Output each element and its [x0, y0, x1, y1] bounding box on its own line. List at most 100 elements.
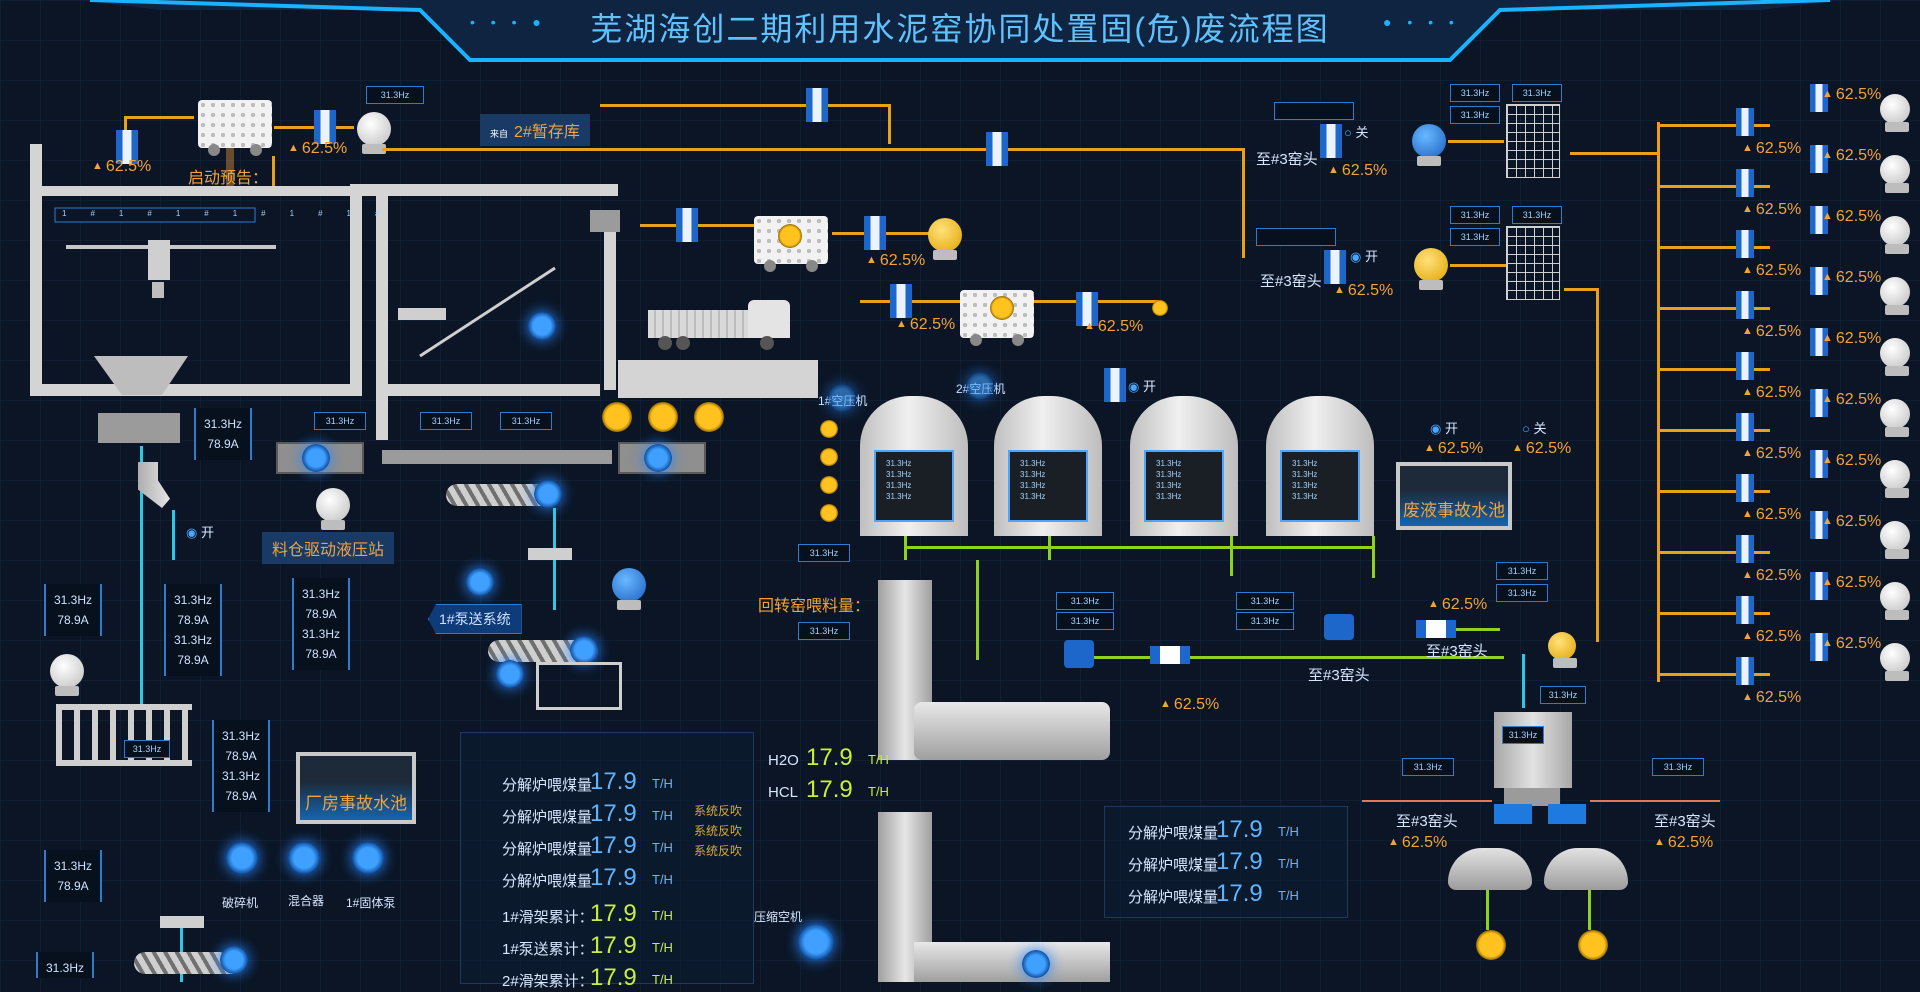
valve[interactable] [1736, 657, 1754, 685]
status-on[interactable]: 开 [1128, 376, 1156, 395]
hopper [528, 548, 572, 560]
plant-pool: 厂房事故水池 [296, 752, 416, 824]
stat-value: 17.9 [590, 800, 637, 827]
pump[interactable] [1880, 460, 1910, 498]
pump[interactable] [1880, 521, 1910, 559]
valve[interactable] [1736, 169, 1754, 197]
bin-row: 1#1#1#1#1#1# [62, 209, 404, 218]
blue-valve[interactable] [1494, 804, 1532, 824]
status-off[interactable]: 关 [1344, 122, 1368, 141]
pump[interactable] [1880, 94, 1910, 132]
flow-line [172, 510, 175, 560]
pct-label: 62.5% [1822, 147, 1881, 165]
status-indicator [220, 946, 248, 974]
pump[interactable] [1880, 643, 1910, 681]
pump[interactable] [316, 488, 350, 530]
pump[interactable] [612, 568, 646, 610]
stat-value: 17.9 [590, 768, 637, 795]
pump[interactable] [50, 654, 84, 696]
stat-value: 17.9 [1216, 816, 1263, 843]
status-indicator [644, 444, 672, 472]
pump[interactable] [1880, 155, 1910, 193]
pct-label: 62.5% [866, 252, 925, 270]
valve[interactable] [1320, 124, 1342, 158]
valve[interactable] [1736, 596, 1754, 624]
stat-label: 分解炉喂煤量 [1128, 889, 1219, 906]
to-kiln-label: 至#3窑头 [1396, 813, 1458, 830]
status-on[interactable]: 开 [186, 522, 214, 541]
pump-system-tag[interactable]: 1#泵送系统 [428, 604, 522, 634]
status-on[interactable]: 开 [1350, 246, 1378, 265]
valve[interactable] [1736, 108, 1754, 136]
valve[interactable] [1736, 474, 1754, 502]
valve[interactable] [986, 132, 1008, 166]
flow-line [1596, 288, 1599, 642]
pump[interactable] [1412, 124, 1446, 166]
valve[interactable] [1736, 535, 1754, 563]
pct-label: 62.5% [1822, 330, 1881, 348]
pump[interactable] [1880, 399, 1910, 437]
valve[interactable] [1736, 291, 1754, 319]
meter-small [1256, 228, 1336, 246]
pump[interactable] [1548, 632, 1577, 668]
system-note: 系统反吹 [694, 824, 743, 838]
valve[interactable] [864, 216, 886, 250]
valve[interactable] [1324, 250, 1346, 284]
flow-line [1230, 536, 1233, 576]
flow-line [1590, 800, 1720, 802]
stat-label: 分解炉喂煤量 [1128, 857, 1219, 874]
stat-label: 分解炉喂煤量 [1128, 825, 1219, 842]
status-on[interactable]: 开 [1430, 418, 1458, 437]
valve[interactable] [1104, 368, 1126, 402]
freq-display: 31.3Hz [798, 544, 850, 562]
freq-display: 31.3Hz [1236, 612, 1294, 630]
flow-line [888, 104, 891, 144]
flow-line [1660, 307, 1770, 310]
pump[interactable] [1414, 248, 1448, 290]
title-dots-left: • • • ● [470, 14, 547, 30]
pump[interactable] [928, 218, 962, 260]
status-off[interactable]: 关 [1522, 418, 1546, 437]
hydraulic-station-label: 料仓驱动液压站 [262, 532, 395, 564]
to-kiln-label: 至#3窑头 [1308, 667, 1370, 684]
freq-display: 31.3Hz [1056, 592, 1114, 610]
pump[interactable] [1880, 216, 1910, 254]
flow-line [553, 560, 556, 610]
control-valve[interactable] [1324, 614, 1354, 640]
flow-line [1660, 490, 1770, 493]
stat-unit: T/H [1278, 888, 1299, 903]
flow-meter[interactable] [1150, 646, 1190, 664]
valve[interactable] [314, 110, 336, 144]
status-indicator [648, 402, 678, 432]
pct-label: 62.5% [1084, 318, 1143, 336]
pump[interactable] [357, 112, 391, 154]
crusher-indicator [226, 842, 258, 874]
freq-display: 31.3Hz [1652, 758, 1704, 776]
pump-box [536, 662, 622, 710]
valve[interactable] [1736, 352, 1754, 380]
pump[interactable] [1880, 338, 1910, 376]
flow-line [1660, 551, 1770, 554]
control-valve[interactable] [1064, 640, 1094, 668]
pct-label: 62.5% [1742, 323, 1801, 341]
pct-label: 62.5% [92, 158, 151, 176]
flow-line [1660, 368, 1770, 371]
valve[interactable] [116, 130, 138, 164]
flow-line [1522, 654, 1525, 708]
valve[interactable] [676, 208, 698, 242]
stat-unit: T/H [1278, 824, 1299, 839]
blue-valve[interactable] [1548, 804, 1586, 824]
valve[interactable] [890, 284, 912, 318]
valve[interactable] [1736, 413, 1754, 441]
valve[interactable] [1736, 230, 1754, 258]
flow-line [832, 232, 942, 235]
stat-unit: T/H [652, 840, 673, 855]
flow-meter[interactable] [1416, 620, 1456, 638]
pump[interactable] [1880, 277, 1910, 315]
filter-grid [1506, 104, 1560, 178]
status-indicator [570, 636, 598, 664]
pump[interactable] [1880, 582, 1910, 620]
valve[interactable] [806, 88, 828, 122]
